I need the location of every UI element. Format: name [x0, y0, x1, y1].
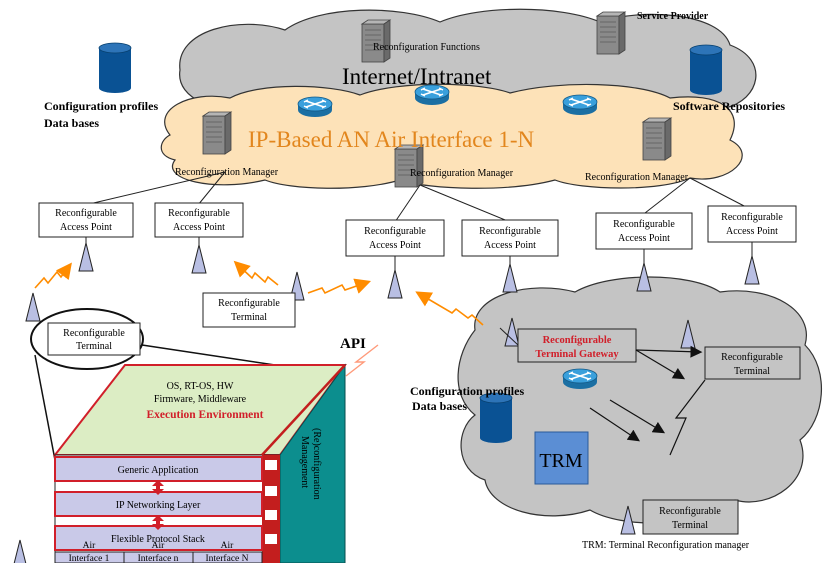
wireless-links — [34, 260, 484, 326]
reconfig-manager-label: Reconfiguration Manager — [410, 168, 514, 179]
right-config-profiles-label: Configuration profiles — [410, 384, 524, 398]
api-label: API — [340, 336, 366, 352]
svg-text:Access Point: Access Point — [60, 222, 112, 233]
reconfig-manager-label: Reconfiguration Manager — [585, 172, 689, 183]
antenna-icon — [502, 263, 518, 293]
air-interface-1: Air Interface 1 — [69, 541, 110, 563]
zoom-ellipse — [30, 308, 144, 370]
antenna-icon — [387, 269, 403, 299]
trm-box: TRM — [534, 431, 589, 485]
ip-networking-layer: IP Networking Layer — [116, 500, 201, 511]
svg-text:Reconfigurable: Reconfigurable — [364, 226, 426, 237]
svg-text:Access Point: Access Point — [726, 226, 778, 237]
router-icon — [297, 96, 333, 118]
svg-text:Terminal Gateway: Terminal Gateway — [535, 349, 619, 360]
air-interface-N: Air Interface N — [206, 541, 249, 563]
svg-text:Reconfigurable: Reconfigurable — [613, 219, 675, 230]
access-point-5: Reconfigurable Access Point — [595, 212, 693, 292]
router-icon — [562, 368, 598, 390]
svg-text:Reconfigurable: Reconfigurable — [721, 352, 783, 363]
management-label-line1: (Re)configuration — [311, 428, 322, 500]
ip-based-label: IP-Based AN Air Interface 1-N — [248, 127, 535, 152]
reconfig-functions-label: Reconfiguration Functions — [373, 42, 480, 53]
right-databases-label: Data bases — [412, 399, 467, 413]
execution-environment-label: Execution Environment — [146, 409, 263, 421]
middle-terminal: Reconfigurable Terminal — [202, 292, 296, 328]
svg-text:Terminal: Terminal — [734, 366, 770, 377]
svg-text:Access Point: Access Point — [173, 222, 225, 233]
service-provider-server-icon — [596, 11, 626, 55]
svg-text:Reconfigurable: Reconfigurable — [63, 328, 125, 339]
svg-text:Access Point: Access Point — [484, 240, 536, 251]
svg-text:Interface N: Interface N — [206, 553, 249, 563]
database-icon — [479, 392, 513, 444]
reconfig-manager-label: Reconfiguration Manager — [175, 167, 279, 178]
gateway-arrows — [589, 345, 706, 456]
access-point-1: Reconfigurable Access Point — [38, 202, 134, 272]
terminal-gateway: Reconfigurable Terminal Gateway — [517, 328, 637, 363]
svg-text:Reconfigurable: Reconfigurable — [543, 335, 612, 346]
reconfig-manager-server-icon — [202, 111, 232, 155]
flexible-protocol-stack-layer: Flexible Protocol Stack — [111, 534, 205, 545]
svg-text:TRM: TRM — [539, 450, 583, 472]
internet-label: Internet/Intranet — [342, 64, 492, 89]
connector-line — [499, 327, 519, 346]
right-terminal-1: Reconfigurable Terminal — [704, 346, 801, 380]
antenna-icon — [744, 255, 760, 285]
svg-text:Air: Air — [221, 541, 235, 551]
svg-text:Reconfigurable: Reconfigurable — [168, 208, 230, 219]
trm-footnote: TRM: Terminal Reconfiguration manager — [582, 540, 750, 551]
svg-text:Terminal: Terminal — [231, 312, 267, 323]
svg-text:Access Point: Access Point — [618, 233, 670, 244]
zoom-line — [34, 354, 56, 461]
svg-text:Reconfigurable: Reconfigurable — [479, 226, 541, 237]
api-arrow — [345, 344, 379, 377]
right-terminal-2: Reconfigurable Terminal — [642, 499, 739, 535]
antenna-icon — [78, 242, 94, 272]
reconfig-manager-server-icon — [642, 117, 672, 161]
platform-firmware-label: Firmware, Middleware — [154, 394, 247, 405]
generic-application-layer: Generic Application — [118, 465, 199, 476]
config-profiles-label: Configuration profiles — [44, 99, 158, 113]
service-provider-label: Service Provider — [637, 11, 709, 22]
svg-text:Reconfigurable: Reconfigurable — [218, 298, 280, 309]
svg-text:Interface 1: Interface 1 — [69, 553, 110, 563]
database-icon — [98, 42, 132, 94]
management-label-line2: Management — [299, 436, 310, 488]
databases-label: Data bases — [44, 116, 99, 130]
antenna-icon — [12, 539, 28, 563]
svg-text:Interface n: Interface n — [138, 553, 179, 563]
router-icon — [562, 94, 598, 116]
svg-text:Terminal: Terminal — [76, 341, 112, 352]
svg-text:Reconfigurable: Reconfigurable — [659, 506, 721, 517]
connector-lines — [84, 171, 749, 223]
antenna-icon — [25, 292, 41, 322]
antenna-icon — [191, 244, 207, 274]
access-point-2: Reconfigurable Access Point — [154, 202, 244, 274]
svg-text:Reconfigurable: Reconfigurable — [721, 212, 783, 223]
platform-os-label: OS, RT-OS, HW — [167, 381, 234, 392]
left-terminal: Reconfigurable Terminal — [47, 322, 141, 356]
access-point-6: Reconfigurable Access Point — [707, 205, 797, 285]
database-icon — [689, 44, 723, 96]
svg-text:Air: Air — [152, 541, 166, 551]
reconfig-functions-server-icon — [361, 19, 391, 63]
access-point-4: Reconfigurable Access Point — [461, 219, 559, 293]
air-interface-n: Air Interface n — [138, 541, 179, 563]
layer-arrows — [152, 480, 164, 530]
access-point-3: Reconfigurable Access Point — [345, 219, 445, 299]
svg-text:Air: Air — [83, 541, 97, 551]
terminal-cloud — [457, 276, 823, 524]
air-interfaces — [54, 551, 263, 563]
software-repositories-label: Software Repositories — [673, 99, 785, 113]
svg-text:Terminal: Terminal — [672, 520, 708, 531]
zoom-line — [141, 344, 276, 366]
svg-text:Reconfigurable: Reconfigurable — [55, 208, 117, 219]
svg-text:Access Point: Access Point — [369, 240, 421, 251]
